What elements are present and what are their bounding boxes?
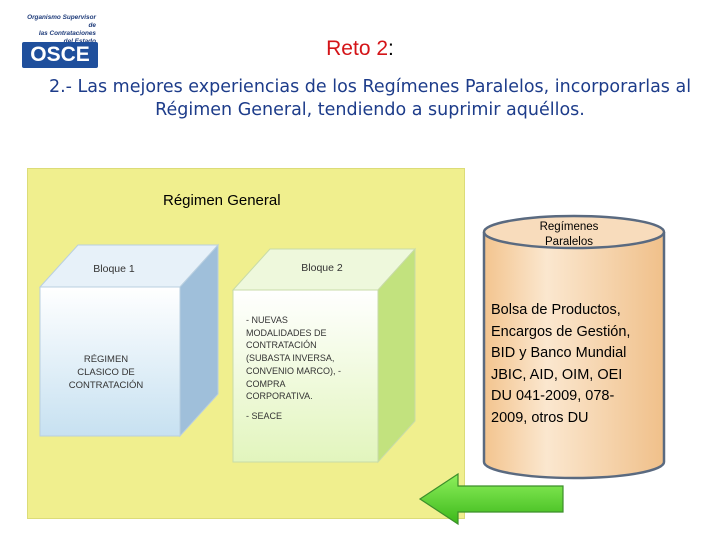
title-text: Reto 2 — [326, 37, 389, 60]
block2-line: COMPRA — [246, 378, 286, 389]
logo-wordmark: OSCE — [30, 43, 90, 66]
parallel-regimes-list: Bolsa de Productos, Encargos de Gestión,… — [491, 300, 661, 429]
block2-line: CONVENIO MARCO), - — [246, 365, 342, 376]
block1-line: RÉGIMEN — [83, 354, 129, 365]
logo-badge — [22, 42, 98, 68]
parallel-regimes-cylinder — [482, 214, 666, 480]
subtitle-line: Régimen General, tendiendo a suprimir aq… — [155, 100, 585, 120]
general-regime-label: Régimen General — [163, 192, 281, 209]
subtitle-line: 2.- Las mejores experiencias de los Regí… — [48, 77, 692, 97]
block2-line: - NUEVAS — [246, 315, 288, 325]
block2-cube — [231, 247, 417, 464]
block2-line: CONTRATACIÓN — [246, 340, 317, 351]
block2-extra: - SEACE — [246, 411, 283, 421]
block2-line: (SUBASTA INVERSA, — [246, 353, 335, 364]
parallel-regimes-label: Regímenes Paralelos — [520, 220, 618, 250]
title-colon: : — [388, 37, 394, 60]
block1-description: RÉGIMEN CLASICO DE CONTRATACIÓN — [50, 353, 162, 392]
page-subtitle: 2.- Las mejores experiencias de los Regí… — [30, 76, 710, 122]
block1-line: CLASICO DE — [77, 367, 135, 378]
block2-label: Bloque 2 — [301, 262, 343, 274]
parallel-item: BID y Banco Mundial — [491, 345, 627, 361]
parallel-label-line: Regímenes — [539, 221, 599, 233]
parallel-item: Bolsa de Productos, — [491, 302, 621, 318]
parallel-label-line: Paralelos — [545, 236, 593, 248]
logo-tagline-line: del Estado — [24, 38, 96, 46]
block1-cube — [38, 243, 220, 438]
parallel-item: 2009, otros DU — [491, 409, 589, 426]
incorporate-arrow — [418, 472, 564, 526]
logo-tagline-line: las Contrataciones — [38, 30, 96, 37]
parallel-item: JBIC, AID, OIM, OEI — [491, 366, 623, 383]
logo-tagline-line: Organismo Supervisor de — [27, 14, 96, 29]
parallel-item: DU 041-2009, 078- — [491, 388, 615, 404]
block2-line: CORPORATIVA. — [246, 391, 313, 402]
page-title: Reto 2: — [0, 37, 720, 61]
parallel-item: Encargos de Gestión, — [491, 323, 631, 340]
logo-tagline: Organismo Supervisor de las Contratacion… — [24, 14, 96, 46]
block2-line: MODALIDADES DE — [246, 327, 327, 338]
block1-line: CONTRATACIÓN — [68, 380, 144, 391]
block1-label: Bloque 1 — [93, 263, 135, 275]
block2-description: - NUEVAS MODALIDADES DE CONTRATACIÓN (SU… — [246, 314, 366, 403]
